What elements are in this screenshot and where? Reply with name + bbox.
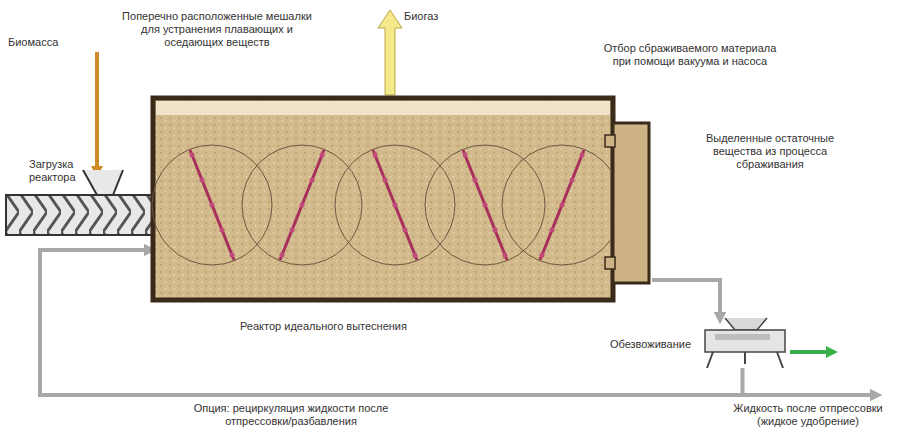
dewatering-press-drawing [695,318,790,368]
annotation-label: Жидкость после отпрессовки (жидкое удобр… [728,402,888,428]
node-label: Загрузка реактора [29,158,87,184]
pipe-connector [652,280,720,318]
plug-flow-reactor: Реактор идеального вытеснения [150,95,652,303]
annotation-label: Биогаз [404,10,464,23]
residue-arrow [790,350,832,354]
annotation-label: Поперечно расположенные мешалки для устр… [112,10,322,49]
plug-flow-reactor-drawing [150,95,652,303]
connector-label: Опция: рециркуляция жидкости после отпре… [160,402,422,428]
node-label: Обезвоживание [610,338,691,351]
feed-screw: Загрузка реактора [5,192,152,238]
liquid-out-line [742,393,876,397]
biogas-arrow [378,10,402,95]
annotation-label: Отбор сбраживаемого материала при помощи… [600,42,780,68]
dewatering-press: Обезвоживание [695,318,790,368]
biomass-arrow [95,52,99,172]
feed-screw-drawing [5,192,152,238]
node-label: Реактор идеального вытеснения [240,320,500,333]
annotation-label: Выделенные остаточные вещества из процес… [690,132,850,171]
annotation-label: Биомасса [8,36,88,49]
